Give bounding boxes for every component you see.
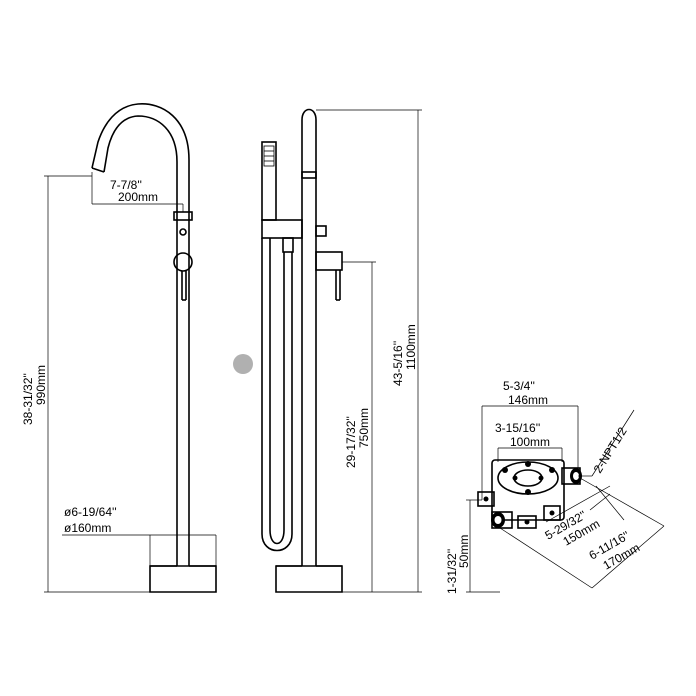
spout-reach-mm-label: 200mm	[118, 190, 158, 204]
valve-height-mm-label: 50mm	[457, 535, 471, 568]
front-height-inch-label: 38-31/32''	[21, 373, 35, 425]
valve-inner-width-inch-label: 3-15/16''	[495, 421, 540, 435]
side-total-height-dimension: 43-5/16'' 1100mm	[316, 109, 422, 593]
valve-outlet-left	[491, 511, 513, 529]
valve-outer-width-mm-label: 146mm	[508, 393, 548, 407]
base-diameter-mm-label: ø160mm	[64, 521, 111, 535]
total-height-mm-label: 1100mm	[404, 324, 418, 370]
front-height-mm-label: 990mm	[34, 365, 48, 405]
spout-reach-inch-label: 7-7/8''	[110, 178, 142, 192]
valve-thread-label: 2-NPT1/2	[591, 424, 630, 475]
valve-outer-width-inch-label: 5-3/4''	[503, 379, 535, 393]
handle-height-mm-label: 750mm	[357, 408, 371, 448]
total-height-inch-label: 43-5/16''	[391, 341, 405, 386]
base-diameter-inch-label: ø6-19/64''	[64, 505, 117, 519]
handle-height-inch-label: 29-17/32''	[344, 416, 358, 468]
base-diameter-dimension: ø6-19/64'' ø160mm	[62, 505, 217, 566]
valve-inner-width-mm-label: 100mm	[510, 435, 550, 449]
front-spout-reach-dimension: 7-7/8'' 200mm	[91, 172, 184, 212]
valve-outlet-right	[561, 467, 582, 485]
front-view-faucet	[91, 103, 217, 593]
front-height-dimension: 38-31/32'' 990mm	[21, 175, 150, 593]
side-view-faucet	[261, 108, 343, 593]
rough-in-valve-drawing: 5-3/4'' 146mm 3-15/16'' 100mm 2-NPT1/2 5…	[445, 379, 665, 594]
side-handle-height-dimension: 29-17/32'' 750mm	[342, 261, 376, 592]
grey-marker-dot	[233, 354, 253, 374]
valve-height-inch-label: 1-31/32''	[445, 549, 459, 594]
